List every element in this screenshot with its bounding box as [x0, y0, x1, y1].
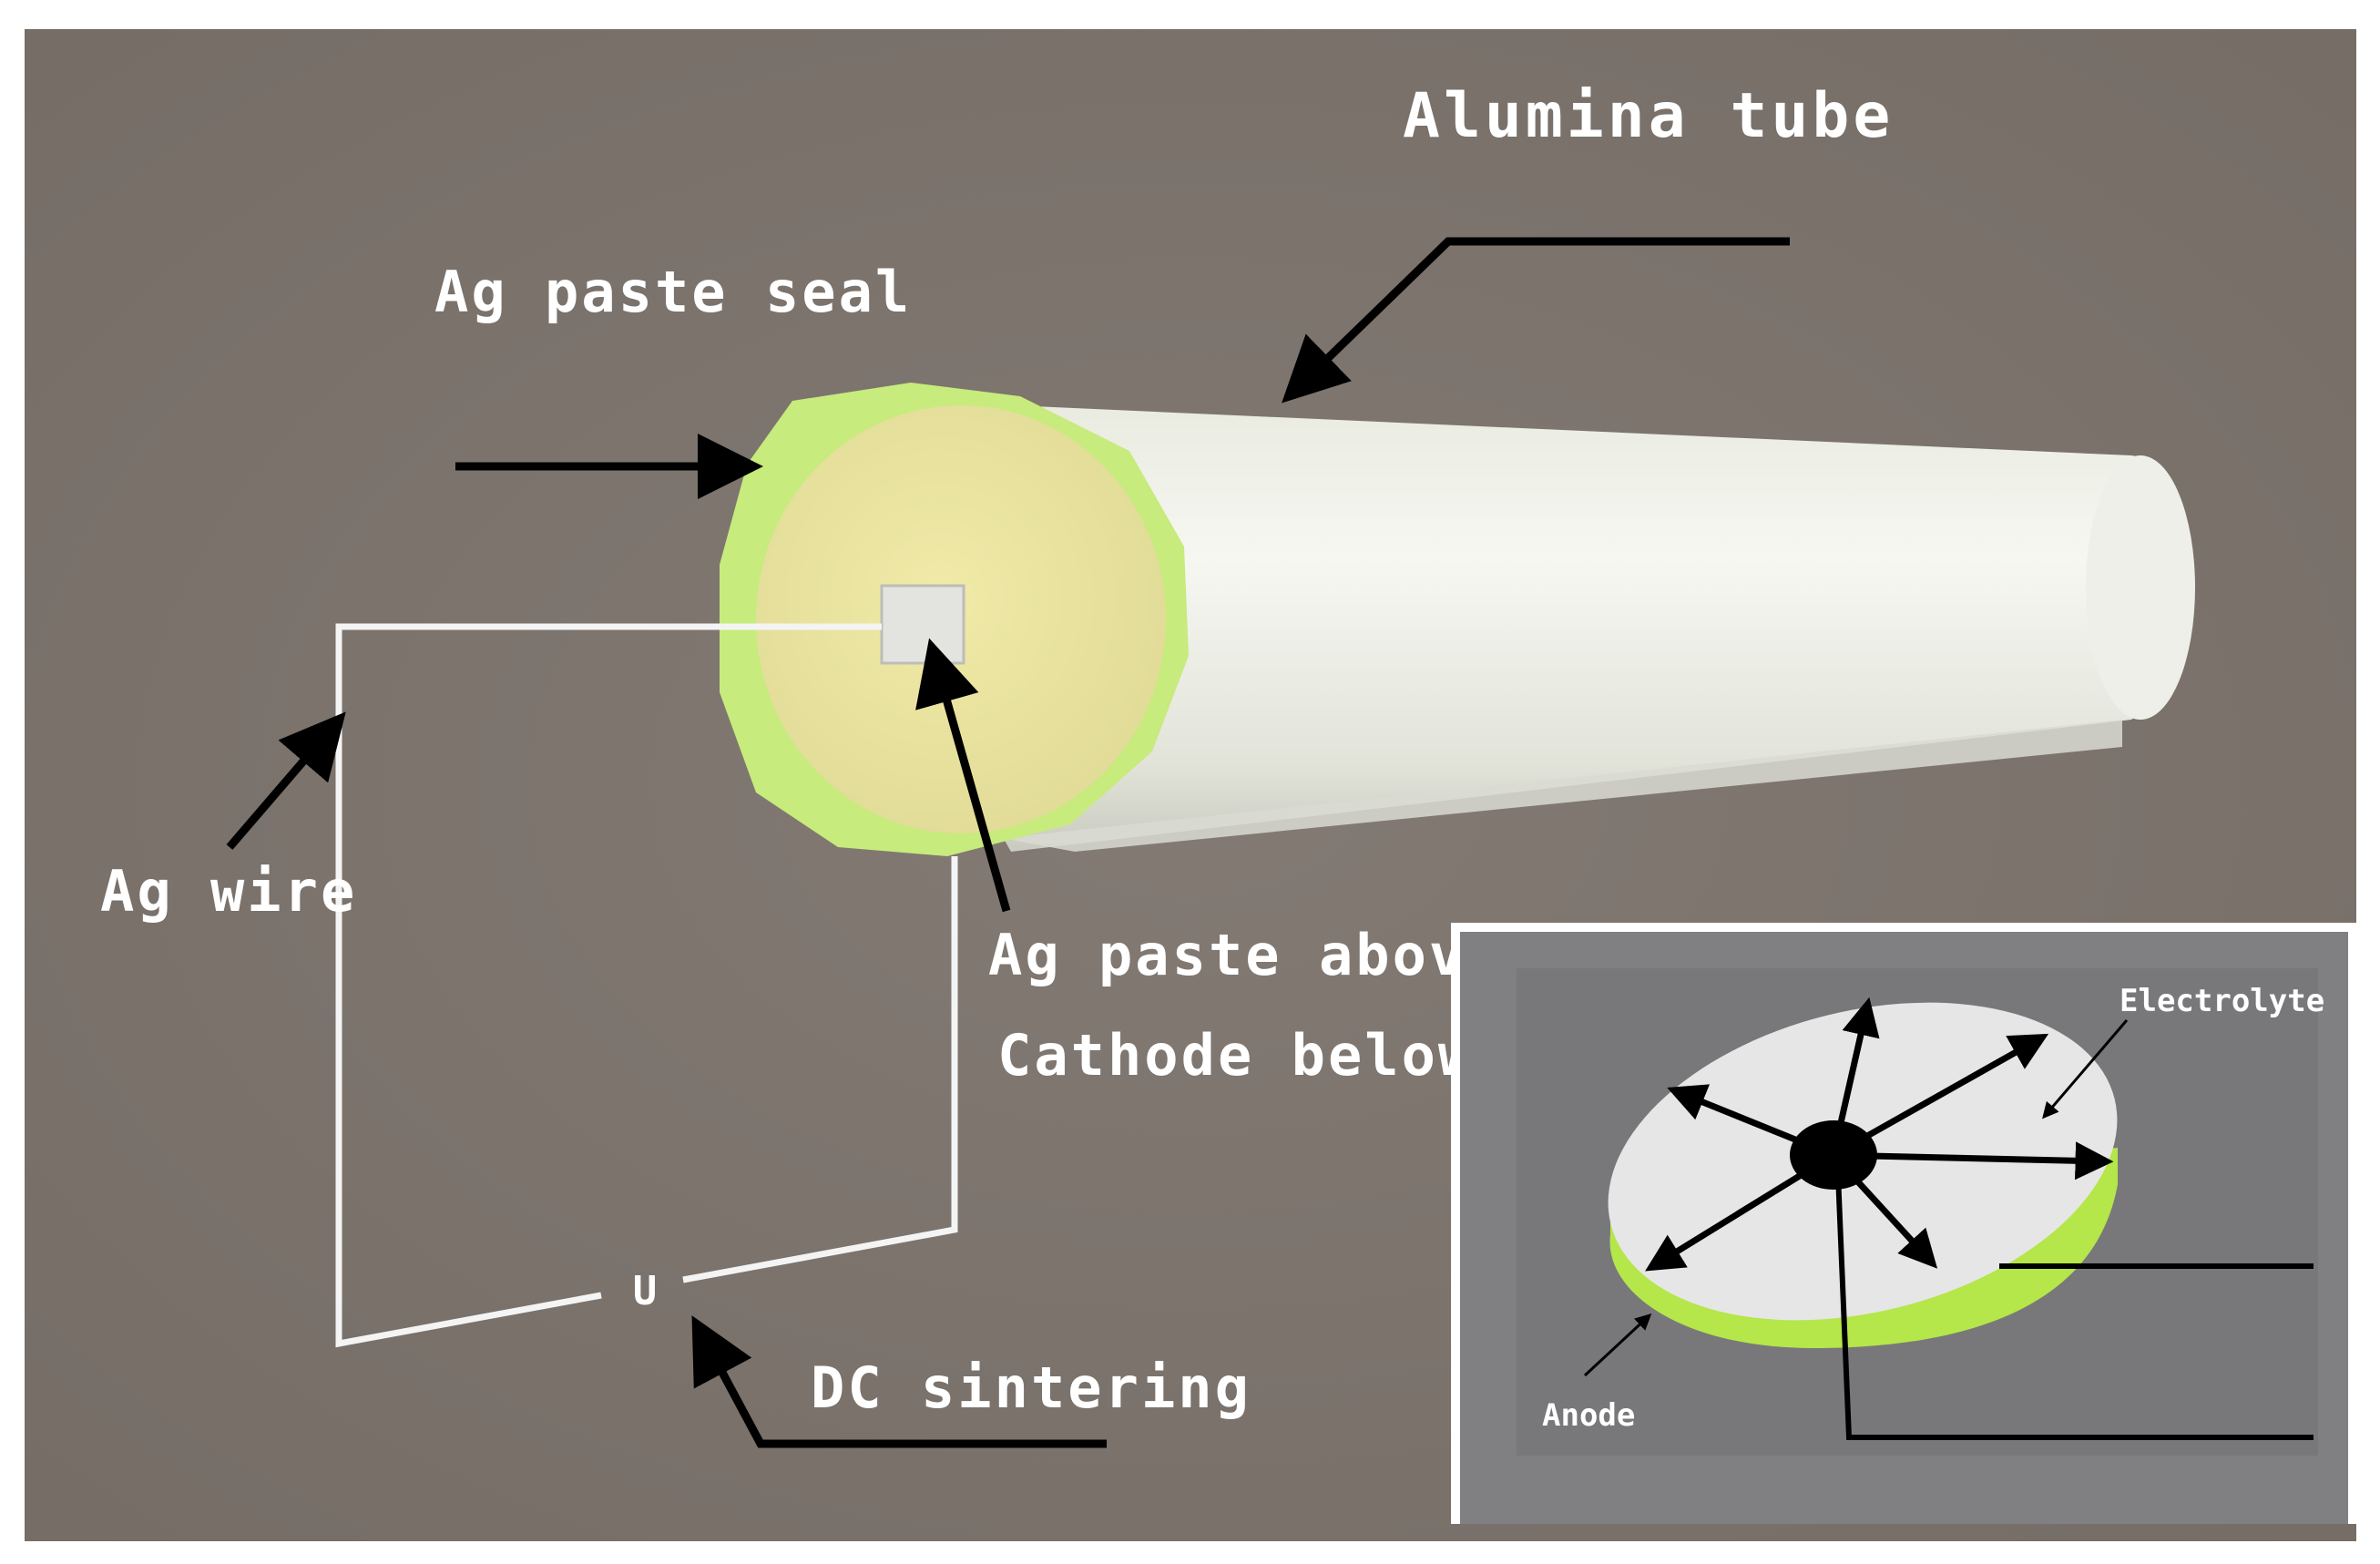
- arrow-ag-paste-above: [915, 638, 1011, 913]
- inset-leaders: [1583, 1019, 2314, 1440]
- label-ag-paste-seal: Ag paste seal: [434, 259, 912, 325]
- electrolyte-leader: [2042, 1019, 2129, 1119]
- radial-arrow: [1830, 997, 1880, 1156]
- radial-arrow: [1833, 1141, 2114, 1181]
- label-cathode-below: Cathode below: [997, 1022, 1475, 1089]
- ag-paste-square: [880, 584, 965, 665]
- inset-panel: Electrolyte Anode: [1451, 923, 2357, 1524]
- label-electrolyte: Electrolyte: [2120, 983, 2324, 1019]
- arrow-dc-sintering: [691, 1315, 1107, 1448]
- anode-leader: [1583, 1313, 1652, 1377]
- label-ag-wire: Ag wire: [100, 858, 357, 925]
- arrow-ag-wire: [226, 711, 346, 850]
- label-anode: Anode: [1542, 1397, 1635, 1434]
- radial-arrow: [1831, 1152, 1938, 1269]
- label-ag-paste-above: Ag paste above: [988, 922, 1503, 988]
- ag-wire-right: [682, 856, 958, 1283]
- alumina-tube: [911, 401, 2195, 852]
- electrolyte-disc: [1608, 1002, 2118, 1348]
- radial-arrow: [1832, 1033, 2049, 1159]
- ag-wire-left: [335, 623, 882, 1348]
- anode-wire: [1835, 1174, 2314, 1440]
- radial-arrows: [1645, 997, 2114, 1272]
- arrow-alumina-tube: [1282, 237, 1790, 404]
- main-arrows: [226, 237, 1790, 1448]
- voltage-symbol: U: [633, 1268, 658, 1314]
- radial-arrow: [1667, 1084, 1835, 1159]
- label-alumina-tube: Alumina tube: [1403, 80, 1894, 152]
- ag-wire-circuit: [335, 623, 958, 1348]
- radial-arrow: [1645, 1152, 1835, 1272]
- label-dc-sintering: DC sintering: [811, 1354, 1251, 1421]
